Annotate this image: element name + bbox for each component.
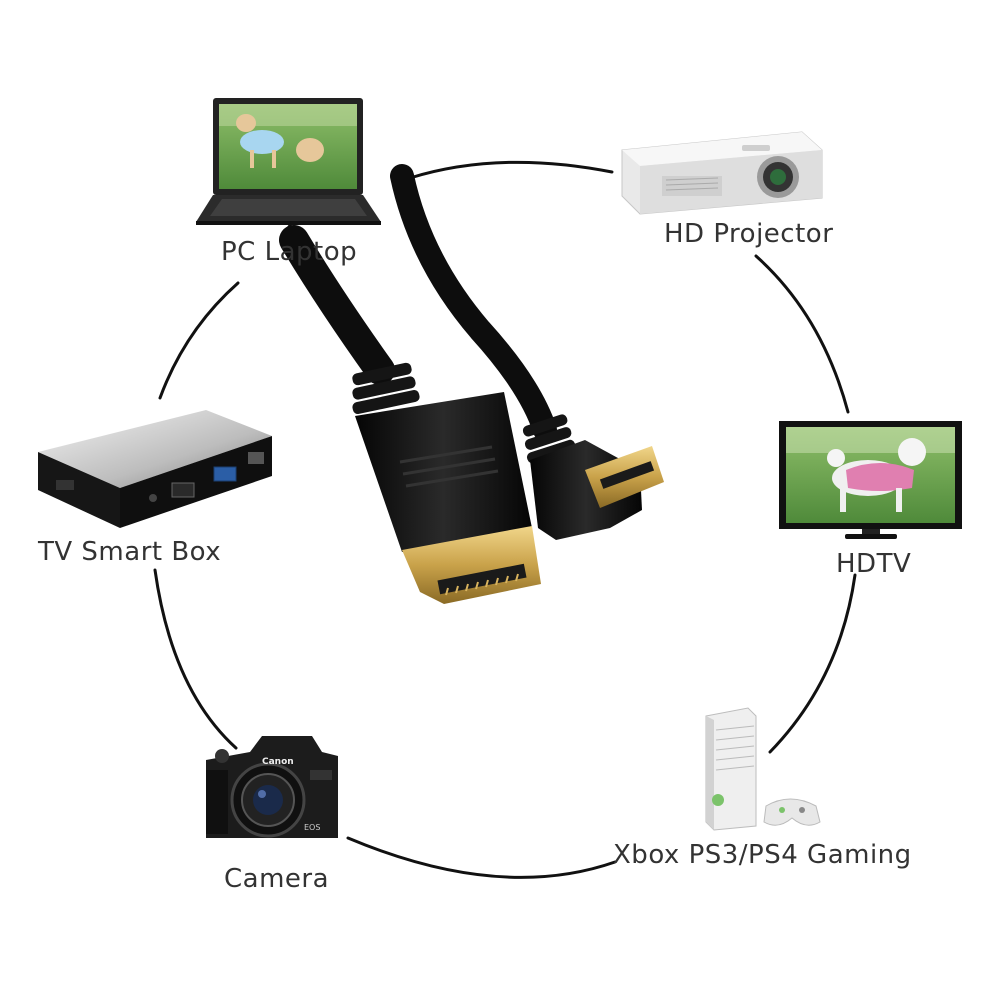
hdtv-label: HDTV xyxy=(836,549,912,579)
ring-arc-left xyxy=(158,281,240,400)
connection-ring xyxy=(153,160,857,879)
tv-box-label: TV Smart Box xyxy=(38,537,222,567)
projector-label: HD Projector xyxy=(664,219,834,249)
ring-arc-bottom-right xyxy=(346,836,617,879)
gaming-label: Xbox PS3/PS4 Gaming xyxy=(613,840,912,870)
laptop-icon xyxy=(196,98,381,231)
hdtv-icon xyxy=(779,421,962,539)
camera-label: Camera xyxy=(224,864,330,894)
ring-arc-right xyxy=(768,573,857,754)
hdmi-connector-icon xyxy=(279,225,541,604)
ring-arc-bottom-left xyxy=(153,568,238,750)
ring-arc-top xyxy=(408,160,614,180)
laptop-label: PC Laptop xyxy=(221,237,358,267)
game-console-icon xyxy=(705,707,821,831)
ring-arc-upper-right xyxy=(754,254,850,414)
camera-icon: Canon EOS xyxy=(206,736,338,838)
mini-hdmi-connector-icon xyxy=(390,164,664,540)
camera-model-text: EOS xyxy=(304,823,320,832)
tv-box-icon xyxy=(38,410,272,528)
projector-icon xyxy=(621,131,823,215)
camera-brand-text: Canon xyxy=(262,757,294,767)
